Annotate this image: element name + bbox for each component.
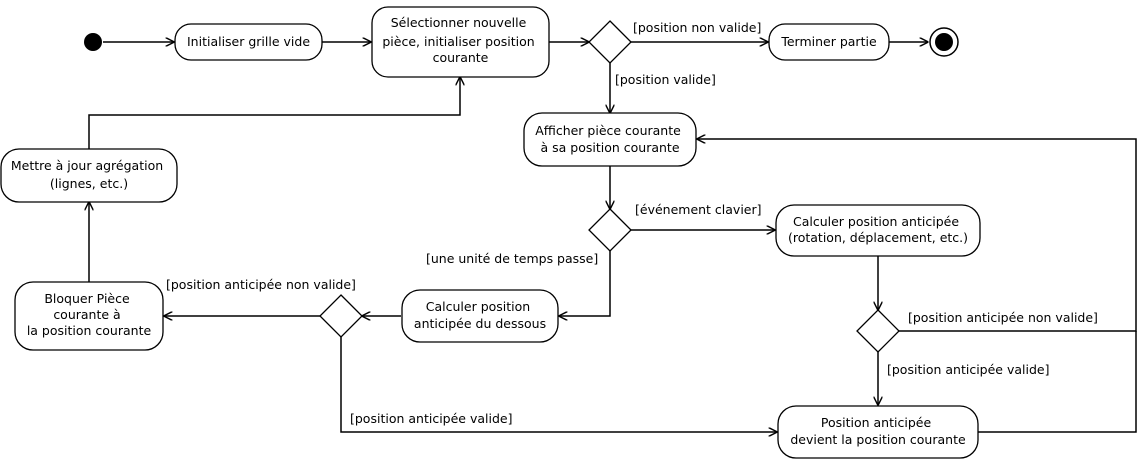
action-compute-anticipated-line2: (rotation, déplacement, etc.) [788, 230, 968, 245]
action-select-piece: Sélectionner nouvelle pièce, initialiser… [371, 6, 550, 78]
action-select-piece-line1: Sélectionner nouvelle [391, 15, 527, 30]
action-anticipated-becomes-current: Position anticipée devient la position c… [777, 405, 979, 459]
action-anticipated-becomes-line2: devient la position courante [790, 432, 966, 447]
guard-keyboard-event: [événement clavier] [635, 202, 762, 217]
guard-anticipated-invalid-right: [position anticipée non valide] [908, 310, 1098, 325]
action-select-piece-line2: pièce, initialiser position [382, 34, 534, 49]
action-block-piece-line1: Bloquer Pièce [44, 291, 130, 306]
action-compute-below-line2: anticipée du dessous [414, 316, 546, 331]
guard-position-invalid: [position non valide] [633, 20, 761, 35]
guard-time-unit-passes: [une unité de temps passe] [426, 251, 598, 266]
svg-text:Position anticipée devie: Position anticipée devient la position c… [790, 415, 966, 447]
edge-update-to-select [88, 77, 460, 149]
action-end-game: Terminer partie [768, 23, 890, 61]
edge-decision2-to-compute-below [559, 251, 611, 316]
svg-text:Terminer partie: Terminer partie [780, 34, 877, 49]
svg-text:Afficher pièce courante: Afficher pièce courante à sa position co… [535, 123, 685, 155]
action-update-aggregation-line1: Mettre à jour agrégation [11, 158, 163, 173]
svg-text:Sélectionner nouvelle pi: Sélectionner nouvelle pièce, initialiser… [382, 15, 538, 65]
action-update-aggregation-line2: (lignes, etc.) [50, 176, 128, 191]
action-init-grid: Initialiser grille vide [174, 23, 323, 61]
action-display-piece: Afficher pièce courante à sa position co… [523, 112, 697, 167]
edge-decision3-loop-to-display [697, 139, 1137, 332]
initial-node [84, 33, 102, 51]
guard-anticipated-valid-bottom: [position anticipée valide] [350, 411, 512, 426]
action-select-piece-line3: courante [433, 50, 489, 65]
guard-position-valid: [position valide] [615, 72, 716, 87]
svg-text:Mettre à jour agrégation: Mettre à jour agrégation (lignes, etc.) [11, 158, 167, 191]
action-display-piece-line1: Afficher pièce courante [535, 123, 681, 138]
action-block-piece-line3: la position courante [27, 323, 152, 338]
svg-text:Bloquer Pièce courante à: Bloquer Pièce courante à la position cou… [27, 291, 152, 338]
edge-anticipated-becomes-loop-to-display [978, 331, 1137, 433]
decision-position-validity [588, 20, 632, 64]
action-compute-anticipated-line1: Calculer position anticipée [793, 214, 959, 229]
action-end-game-line1: Terminer partie [780, 34, 877, 49]
guard-anticipated-valid-right: [position anticipée valide] [887, 362, 1049, 377]
svg-text:Calculer position anticipée: Calculer position anticipée (rotation, d… [788, 214, 968, 245]
action-compute-below: Calculer position anticipée du dessous [401, 289, 559, 343]
action-block-piece-line2: courante à [53, 307, 120, 322]
edges [88, 42, 1137, 433]
decision-anticipated-validity-right [856, 309, 900, 353]
action-compute-below-line1: Calculer position [426, 299, 530, 314]
svg-text:Initialiser grille vide: Initialiser grille vide [187, 34, 310, 49]
final-node [929, 27, 959, 57]
svg-text:Calculer position antici: Calculer position anticipée du dessous [414, 299, 546, 331]
decision-event-type [588, 208, 632, 252]
decision-anticipated-validity-left [319, 294, 363, 338]
action-anticipated-becomes-line1: Position anticipée [821, 415, 932, 430]
action-compute-anticipated: Calculer position anticipée (rotation, d… [775, 204, 981, 257]
action-block-piece: Bloquer Pièce courante à la position cou… [14, 281, 164, 351]
action-update-aggregation: Mettre à jour agrégation (lignes, etc.) [0, 148, 178, 203]
action-display-piece-line2: à sa position courante [540, 140, 679, 155]
guard-labels: [position non valide] [position valide] … [166, 20, 1098, 426]
guard-anticipated-invalid-left: [position anticipée non valide] [166, 277, 356, 292]
action-init-grid-line1: Initialiser grille vide [187, 34, 310, 49]
edge-decision4-to-anticipated-becomes [340, 337, 777, 432]
